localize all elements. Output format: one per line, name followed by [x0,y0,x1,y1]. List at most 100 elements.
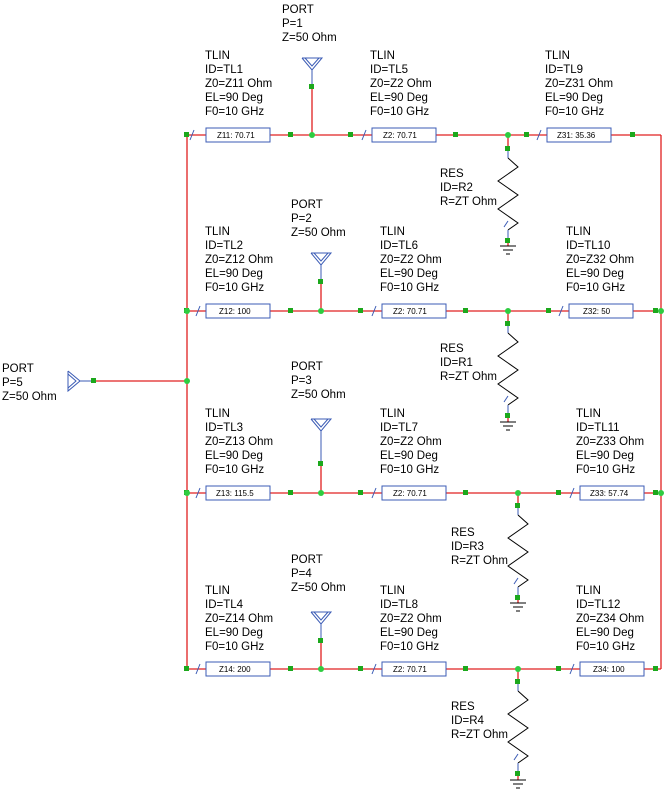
tl9-box-label: Z31: 35.36 [557,131,596,140]
port-4-symbol[interactable] [310,611,333,640]
port-3-symbol[interactable] [310,418,333,463]
tl9-title: TLIN [545,50,570,62]
tl4-title: TLIN [205,585,230,597]
port-3-p: P=3 [291,375,312,387]
tl7-z0: Z0=Z2 Ohm [380,436,442,448]
tl8-z0: Z0=Z2 Ohm [380,613,442,625]
tl10-z0: Z0=Z32 Ohm [566,254,634,266]
tl2-symbol[interactable]: Z12: 100 [195,303,271,319]
r1-id: ID=R1 [440,357,473,369]
tl3-symbol[interactable]: Z13: 115.5 [195,485,271,501]
tl11-box-label: Z33: 57.74 [590,489,629,498]
tl8-el: EL=90 Deg [380,627,438,639]
tl12-f0: F0=10 GHz [576,641,635,653]
tl4-f0: F0=10 GHz [205,641,264,653]
tl3-box-label: Z13: 115.5 [216,489,254,498]
tl8-title: TLIN [380,585,405,597]
port-symbols [67,57,333,640]
port-1-p: P=1 [282,18,303,30]
tl9-el: EL=90 Deg [545,92,603,104]
tl12-title: TLIN [576,585,601,597]
port-5-symbol[interactable] [67,370,93,393]
tl12-box-label: Z34: 100 [593,665,625,674]
port-5-z: Z=50 Ohm [2,391,57,403]
tl8-f0: F0=10 GHz [380,641,439,653]
tl3-id: ID=TL3 [205,422,243,434]
tl-boxes: Z11: 70.71 Z2: 70.71 Z31: 35.36 Z12: 100… [189,127,645,677]
tl2-title: TLIN [205,226,230,238]
port-2-symbol[interactable] [310,252,333,281]
tl6-box-label: Z2: 70.71 [393,307,427,316]
tl1-box-label: Z11: 70.71 [217,131,255,140]
port-4-title: PORT [291,554,323,566]
tl10-id: ID=TL10 [566,240,610,252]
port-5-title: PORT [2,363,34,375]
r4-value: R=ZT Ohm [451,729,508,741]
tl10-symbol[interactable]: Z32: 50 [558,303,634,319]
tl7-title: TLIN [380,408,405,420]
tl12-id: ID=TL12 [576,599,620,611]
tl11-z0: Z0=Z33 Ohm [576,436,644,448]
tl9-symbol[interactable]: Z31: 35.36 [536,127,612,143]
tl1-z0: Z0=Z11 Ohm [205,78,272,90]
r3-title: RES [451,527,475,539]
r3-value: R=ZT Ohm [451,555,508,567]
tl11-symbol[interactable]: Z33: 57.74 [569,485,645,501]
tl7-box-label: Z2: 70.71 [393,489,427,498]
tl12-symbol[interactable]: Z34: 100 [569,661,645,677]
port-5-p: P=5 [2,377,23,389]
resistor-symbols [497,148,529,789]
tl10-box-label: Z32: 50 [583,307,611,316]
tl2-box-label: Z12: 100 [219,307,251,316]
port-2-title: PORT [291,199,323,211]
pins [91,84,658,776]
tl8-id: ID=TL8 [380,599,418,611]
tl1-symbol[interactable]: Z11: 70.71 [189,127,271,143]
tl10-f0: F0=10 GHz [566,282,625,294]
junction-nodes [184,132,664,672]
resistor-labels: RES ID=R2 R=ZT Ohm RES ID=R1 R=ZT Ohm RE… [440,168,508,741]
tl4-symbol[interactable]: Z14: 200 [195,661,271,677]
tl7-el: EL=90 Deg [380,450,438,462]
tl8-symbol[interactable]: Z2: 70.71 [371,661,447,677]
tl7-f0: F0=10 GHz [380,464,439,476]
tl6-f0: F0=10 GHz [380,282,439,294]
tl1-el: EL=90 Deg [205,92,263,104]
tl3-f0: F0=10 GHz [205,464,264,476]
tl4-id: ID=TL4 [205,599,244,611]
port-3-title: PORT [291,361,323,373]
tl12-z0: Z0=Z34 Ohm [576,613,644,625]
tl2-id: ID=TL2 [205,240,243,252]
port-2-z: Z=50 Ohm [291,227,346,239]
tl1-f0: F0=10 GHz [205,106,264,118]
tl6-title: TLIN [380,226,405,238]
tl1-title: TLIN [205,50,230,62]
tl3-title: TLIN [205,408,230,420]
tl-labels: TLIN ID=TL1 Z0=Z11 Ohm EL=90 Deg F0=10 G… [205,50,644,653]
tl9-f0: F0=10 GHz [545,106,604,118]
tl2-z0: Z0=Z12 Ohm [205,254,273,266]
tl11-f0: F0=10 GHz [576,464,635,476]
tl11-title: TLIN [576,408,601,420]
tl10-title: TLIN [566,226,591,238]
port-3-z: Z=50 Ohm [291,389,346,401]
r4-title: RES [451,701,475,713]
tl12-el: EL=90 Deg [576,627,634,639]
tl11-el: EL=90 Deg [576,450,634,462]
r2-id: ID=R2 [440,182,473,194]
tl5-z0: Z0=Z2 Ohm [370,78,432,90]
tl5-title: TLIN [370,50,395,62]
tl5-box-label: Z2: 70.71 [383,131,417,140]
tl4-box-label: Z14: 200 [219,665,251,674]
tl6-id: ID=TL6 [380,240,418,252]
port-4-z: Z=50 Ohm [291,582,346,594]
tl6-z0: Z0=Z2 Ohm [380,254,442,266]
tl7-symbol[interactable]: Z2: 70.71 [371,485,447,501]
tl4-el: EL=90 Deg [205,627,263,639]
tl2-f0: F0=10 GHz [205,282,264,294]
tl5-symbol[interactable]: Z2: 70.71 [361,127,437,143]
tl5-id: ID=TL5 [370,64,408,76]
tl6-symbol[interactable]: Z2: 70.71 [371,303,447,319]
port-1-symbol[interactable] [301,57,324,86]
